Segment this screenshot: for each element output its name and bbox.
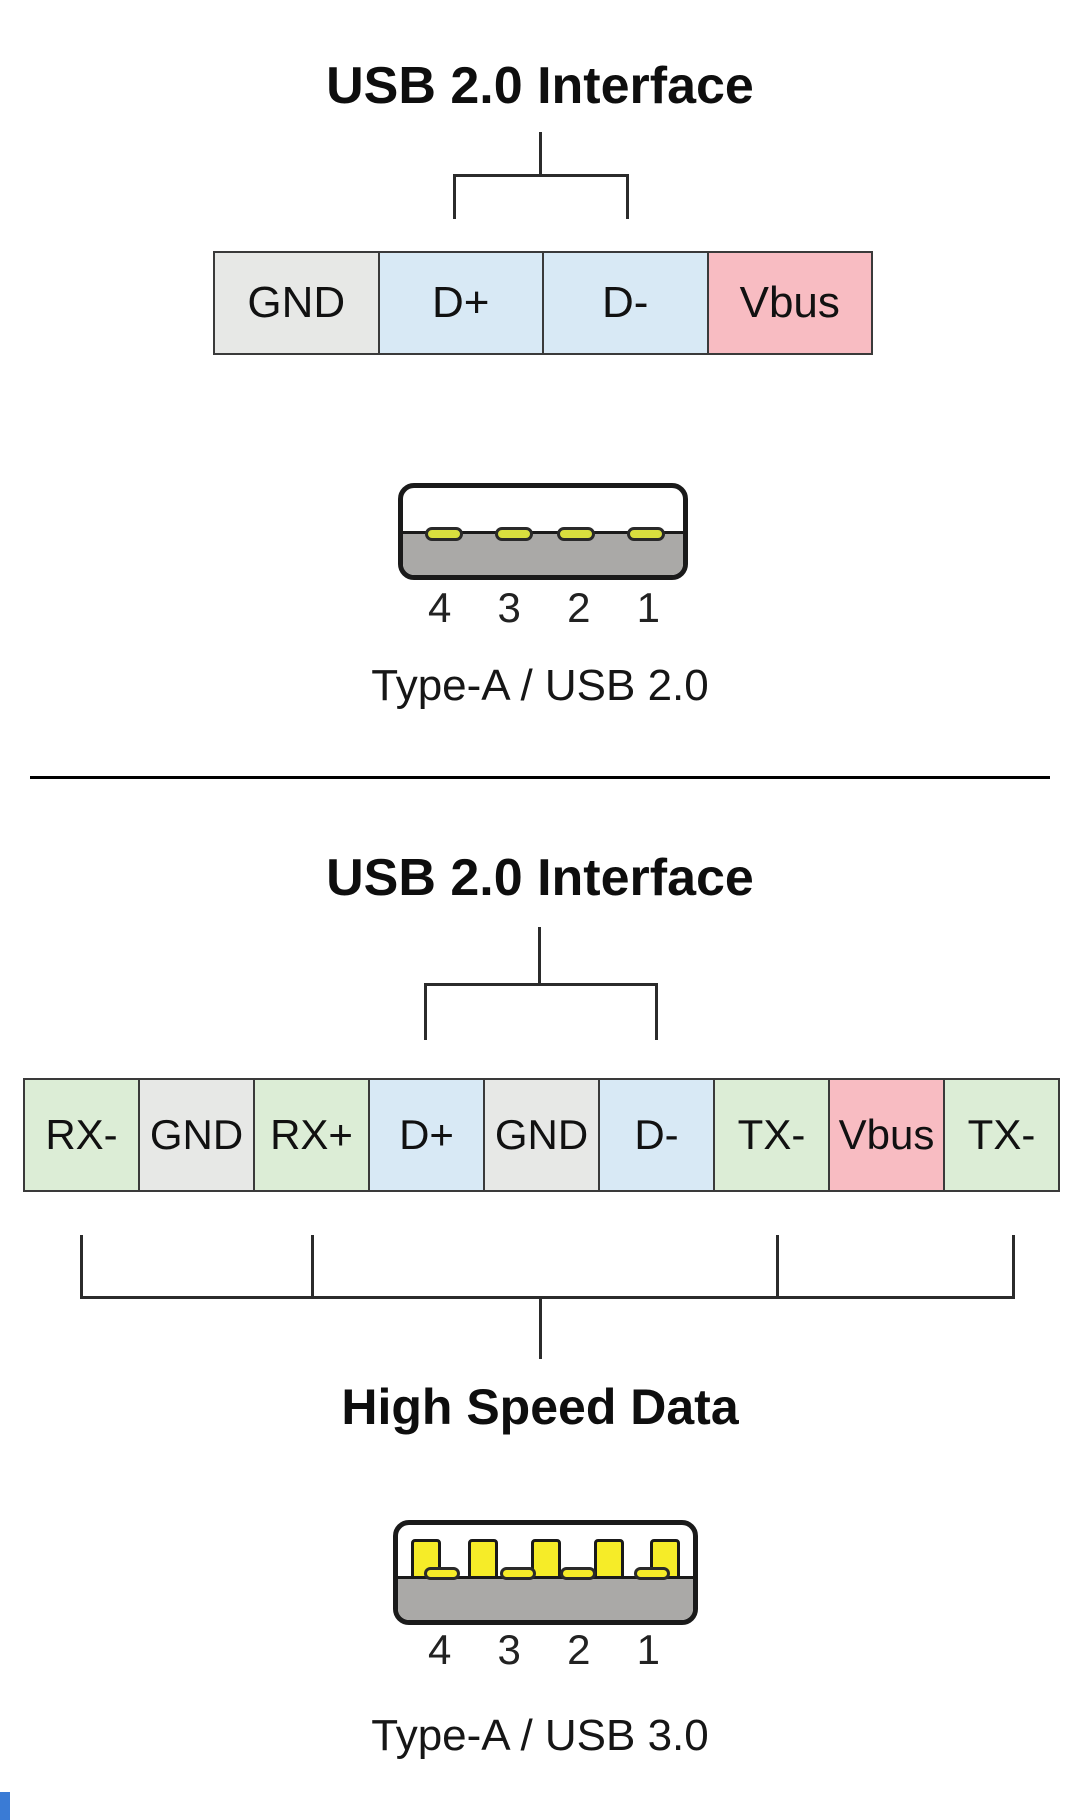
pin-number: 1 [636,1626,660,1673]
usb3-connector-drawing [393,1520,698,1625]
pin-cell-label: GND [149,1111,244,1158]
pin-number: 2 [567,1626,591,1673]
pin-cell-label: GND [494,1111,589,1158]
pin-cell-label: D- [634,1111,679,1158]
pin-cell-label: TX- [737,1111,806,1158]
usb2-pin4-contact [425,527,463,541]
usb2-pin2-contact [557,527,595,541]
pin-cell-d: D- [544,253,709,353]
pin-cell-label: Vbus [739,278,840,327]
usb3-caption: Type-A / USB 3.0 [371,1711,709,1760]
pin-cell-rx: RX- [25,1080,140,1190]
pin-cell-label: D+ [399,1111,454,1158]
usb2-pin3-contact [495,527,533,541]
usb3-usb2-pin3-contact [500,1567,536,1580]
usb2-connector-drawing [398,483,688,580]
pin-cell-d: D- [600,1080,715,1190]
usb3-connector-tongue [398,1576,693,1620]
pin-cell-vbus: Vbus [708,253,871,353]
pin-cell-label: GND [247,278,346,327]
pin-cell-d: D+ [370,1080,485,1190]
pin-cell-label: Vbus [838,1111,935,1158]
hsd-bracket-stem [539,1299,542,1359]
section1-bracket [453,174,629,219]
hsd-bracket-horizontal [80,1296,1015,1299]
hsd-bracket-v-rxplus [311,1235,314,1299]
usb3-ss-pin-4 [594,1539,624,1579]
usb3-ss-pin-3 [531,1539,561,1579]
section1-bracket-stem [539,132,542,174]
pin-cell-label: D+ [432,278,490,327]
pin-cell-gnd: GND [485,1080,600,1190]
pin-number: 4 [428,584,452,631]
section1-title: USB 2.0 Interface [326,57,754,115]
hsd-bracket-v-txminus2 [1012,1235,1015,1299]
hsd-bracket-v-rxminus [80,1235,83,1299]
pin-cell-label: D- [602,278,649,327]
hsd-bracket-v-txminus1 [776,1235,779,1299]
usb3-usb2-pin4-contact [424,1567,460,1580]
usb3-ss-pin-2 [468,1539,498,1579]
pin-number: 3 [497,1626,521,1673]
section2-pin-row: RX- GND RX+ D+ GND D- TX- Vbus TX- [23,1078,1060,1192]
section1-pin-row: GND D+ D- Vbus [213,251,873,355]
pin-cell-gnd: GND [215,253,380,353]
usb2-caption: Type-A / USB 2.0 [371,661,709,710]
high-speed-data-label: High Speed Data [341,1379,739,1435]
usb2-pin1-contact [627,527,665,541]
section2-bracket-stem [538,927,541,983]
usb3-usb2-pin1-contact [634,1567,670,1580]
pin-cell-label: RX- [45,1111,118,1158]
pin-cell-label: TX- [967,1111,1036,1158]
pin-number: 4 [428,1626,452,1673]
pin-cell-tx: TX- [715,1080,830,1190]
section2-title: USB 2.0 Interface [326,849,754,907]
bottom-left-artifact [0,1792,10,1820]
pin-cell-d: D+ [379,253,544,353]
pin-cell-tx: TX- [945,1080,1058,1190]
pin-number: 2 [567,584,591,631]
pin-cell-vbus: Vbus [830,1080,945,1190]
pin-cell-label: RX+ [270,1111,353,1158]
pin-cell-gnd: GND [140,1080,255,1190]
pin-number: 1 [636,584,660,631]
pin-cell-rx: RX+ [255,1080,370,1190]
pin-number: 3 [497,584,521,631]
section2-bracket [424,983,658,1040]
usb3-usb2-pin2-contact [560,1567,596,1580]
section-divider [30,776,1050,779]
